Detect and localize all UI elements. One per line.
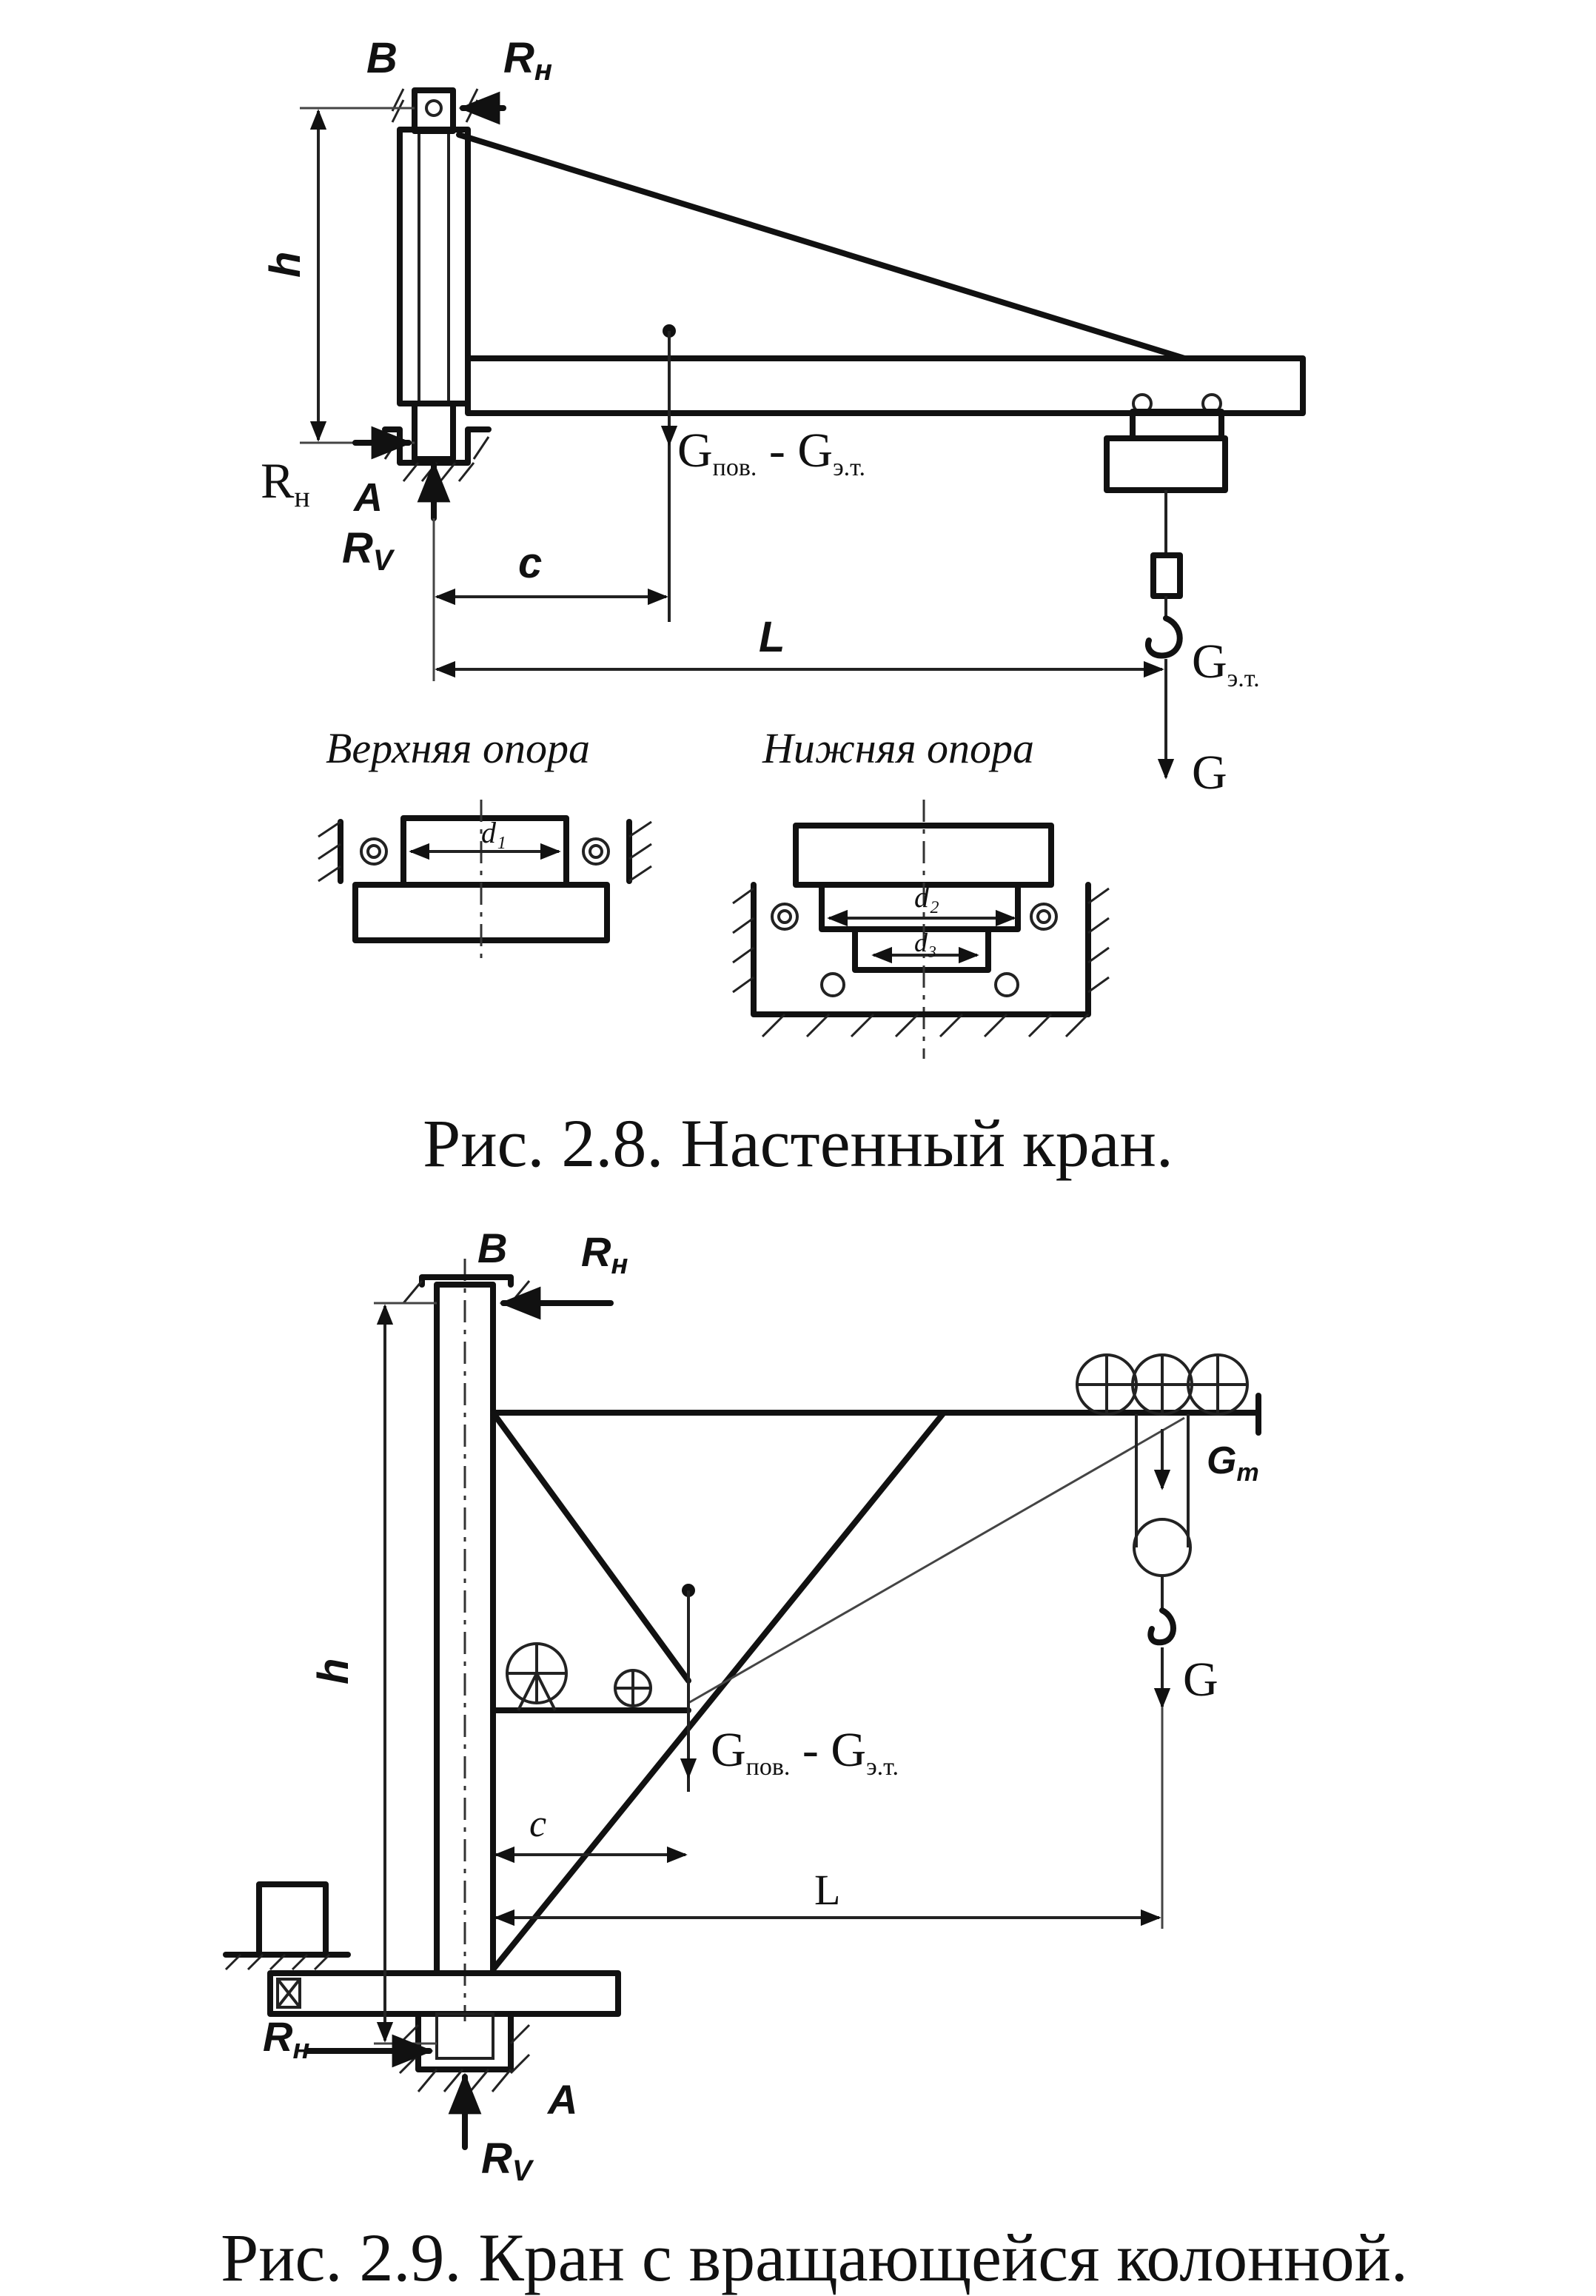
label-RH-bottom-2: Rн — [263, 2013, 309, 2065]
label-c: c — [518, 539, 542, 587]
label-GT: Gт — [1207, 1439, 1259, 1487]
tie-rod — [456, 132, 1187, 361]
label-G: G — [1192, 746, 1227, 800]
label-G-et: Gэ.т. — [1192, 635, 1260, 692]
hook-icon — [1145, 615, 1183, 659]
caption-fig-2-8: Рис. 2.8. Настенный кран. — [423, 1105, 1173, 1181]
label-RH-left: Rн — [261, 452, 310, 513]
crane-column — [397, 127, 471, 406]
bottom-bearing — [415, 2011, 514, 2072]
figure-2-9-rotating-column-crane: B Rн h Gт G Gпов. - Gэ.т. c L Rн A RV Ри… — [221, 1225, 1408, 2295]
figure-2-8-wall-crane: B Rн h Rн A RV c L Gпов. - Gэ.т. Gэ.т. G… — [261, 34, 1306, 1181]
label-G-2: G — [1183, 1653, 1218, 1707]
label-RH-top: Rн — [503, 34, 552, 87]
lower-support-detail — [732, 800, 1110, 1059]
label-d2: d₂ — [914, 880, 939, 914]
label-c-2: c — [529, 1803, 546, 1845]
label-L-2: L — [814, 1866, 840, 1914]
upper-support-detail — [318, 800, 652, 963]
label-B: B — [366, 34, 398, 82]
label-L: L — [759, 613, 785, 661]
main-strut — [490, 1410, 947, 1972]
pulley-block — [1133, 1518, 1192, 1577]
hook-icon-2 — [1147, 1607, 1176, 1646]
label-d1: d₁ — [481, 816, 506, 849]
label-h: h — [261, 252, 309, 278]
label-A: A — [352, 475, 383, 520]
label-RV-2: RV — [481, 2135, 534, 2187]
label-A-2: A — [546, 2076, 577, 2123]
base-beam — [267, 1970, 621, 2017]
upper-support-title: Верхняя опора — [326, 724, 590, 772]
hook-block — [1150, 552, 1183, 599]
label-RH-top-2: Rн — [581, 1228, 628, 1280]
label-h-2: h — [309, 1659, 358, 1684]
lower-support-title: Нижняя опора — [762, 724, 1034, 772]
top-pin — [412, 87, 456, 134]
label-B-2: B — [477, 1225, 507, 1271]
trolley-wheels — [1076, 1353, 1249, 1416]
label-RV: RV — [342, 524, 395, 577]
crane-boom — [465, 355, 1306, 416]
label-G-pov-et-2: Gпов. - Gэ.т. — [711, 1723, 899, 1781]
hoist-block — [1104, 435, 1228, 493]
label-G-pov-et: Gпов. - Gэ.т. — [677, 424, 865, 481]
counterweight — [256, 1881, 329, 1958]
caption-fig-2-9: Рис. 2.9. Кран с вращающейся колонной. — [221, 2220, 1408, 2295]
hoist-rope — [688, 1416, 1185, 1704]
bottom-pin — [412, 401, 456, 462]
brace — [490, 1410, 691, 1684]
label-d3: d₃ — [914, 928, 937, 957]
